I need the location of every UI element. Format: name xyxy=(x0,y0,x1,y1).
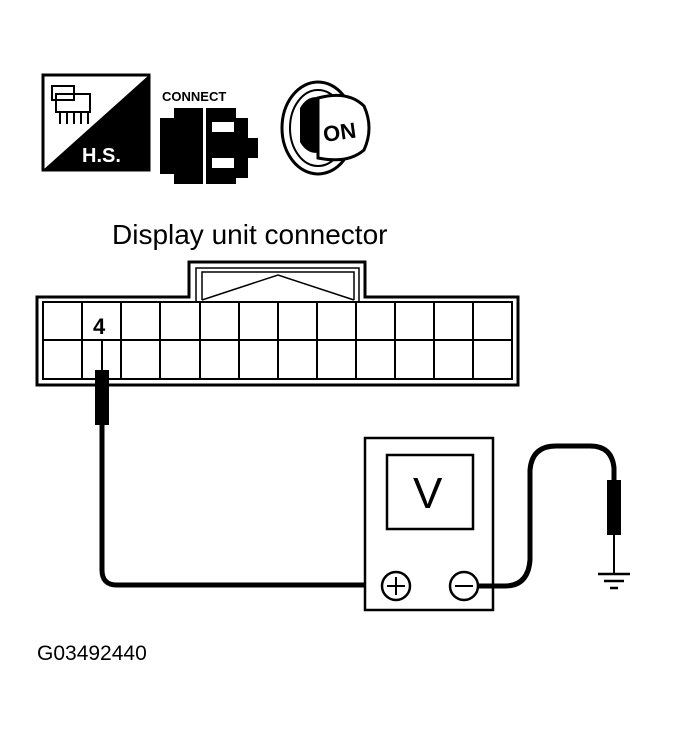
display-unit-connector xyxy=(35,260,520,387)
negative-probe xyxy=(478,443,621,589)
figure-code: G03492440 xyxy=(37,642,147,665)
ignition-on-label: ON xyxy=(321,118,357,147)
connect-icon: CONNECT xyxy=(160,89,258,184)
positive-terminal xyxy=(380,570,412,602)
pin-4-label: 4 xyxy=(93,314,106,339)
negative-terminal xyxy=(448,570,480,602)
pin-grid xyxy=(42,301,513,380)
connect-label: CONNECT xyxy=(162,89,226,104)
ground-icon xyxy=(598,572,630,590)
ignition-on-icon: ON xyxy=(280,80,371,176)
connector-title: Display unit connector xyxy=(112,219,387,250)
harness-side-icon: H.S. xyxy=(41,73,151,172)
voltmeter-symbol: V xyxy=(413,469,443,518)
voltmeter: V xyxy=(363,436,495,612)
harness-side-label: H.S. xyxy=(82,145,121,167)
positive-probe xyxy=(95,340,380,588)
